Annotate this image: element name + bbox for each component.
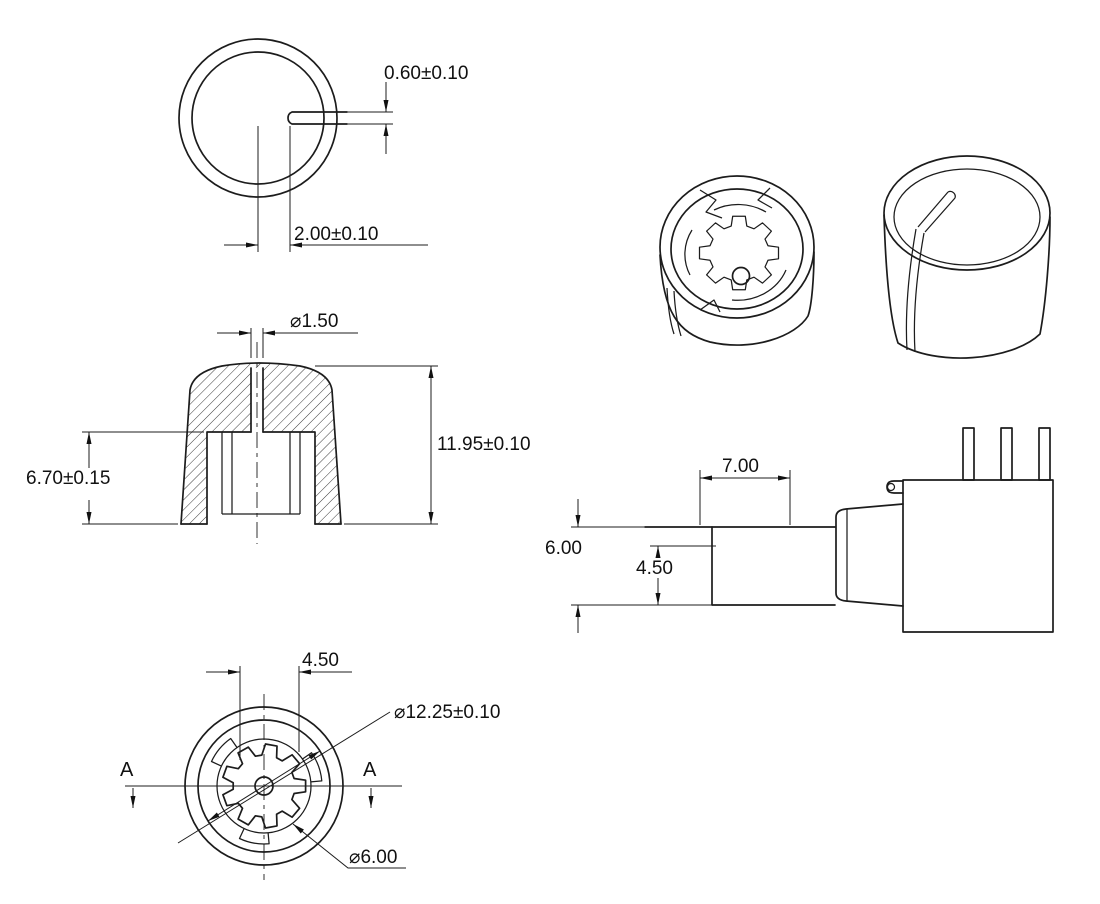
knob-side-profile — [835, 503, 904, 607]
dome-edge — [893, 168, 1041, 266]
section-label-right: A — [363, 759, 377, 781]
section-label-left: A — [120, 759, 134, 781]
center-post — [731, 266, 751, 286]
bottom-view: A A 4.50 ⌀12.25±0.10 ⌀6.00 — [120, 650, 500, 880]
dim-tab-span: 4.50 — [302, 650, 339, 671]
pointer-hole-walls — [250, 367, 264, 433]
dim-slot-width: 0.60±0.10 — [384, 63, 468, 84]
dim-outer-dia: ⌀12.25±0.10 — [394, 702, 500, 723]
dim-height-outer: 6.00 — [545, 538, 582, 559]
knob-profile — [180, 362, 342, 525]
spline-bore — [222, 743, 307, 829]
slot-seam — [666, 287, 682, 337]
bracket-step — [711, 526, 836, 606]
cup-side — [659, 251, 815, 346]
rim-inner — [670, 188, 804, 310]
cavity-ring-arcs — [684, 203, 787, 301]
terminal-pin-3 — [1038, 427, 1051, 481]
dim-bore-dia: ⌀6.00 — [349, 847, 397, 868]
dim-slot-length: 2.00±0.10 — [294, 224, 378, 245]
hub-elevation — [221, 432, 301, 515]
pointer-slot-top — [917, 190, 956, 233]
rim-outer — [659, 175, 815, 319]
section-hatch — [181, 363, 341, 524]
mounted-side-view: 7.00 6.00 4.50 — [545, 427, 1054, 633]
dim-overall-height: 11.95±0.10 — [437, 434, 531, 455]
cavity-outline — [206, 431, 316, 525]
spline-detail — [699, 187, 773, 313]
shaft-nub-tip — [886, 482, 896, 492]
section-view: ⌀1.50 11.95±0.10 6.70±0.15 — [26, 311, 531, 544]
terminal-pin-2 — [1000, 427, 1013, 481]
dim-height-inner: 4.50 — [636, 558, 673, 579]
iso-top-view — [883, 155, 1051, 359]
dim-offset-width: 7.00 — [722, 456, 759, 477]
dim-cavity-depth: 6.70±0.15 — [26, 468, 110, 489]
iso-bottom-view — [659, 175, 815, 346]
top-view: 0.60±0.10 2.00±0.10 — [178, 38, 468, 252]
terminal-pin-1 — [962, 427, 975, 481]
switch-body — [902, 479, 1054, 633]
top-face — [883, 155, 1051, 271]
dim-pointer-hole-dia: ⌀1.50 — [290, 311, 338, 332]
spline-bore-iso — [698, 215, 780, 291]
body-outline — [883, 214, 1051, 359]
slot-seam-side — [905, 228, 925, 353]
pointer-slot — [287, 111, 348, 125]
